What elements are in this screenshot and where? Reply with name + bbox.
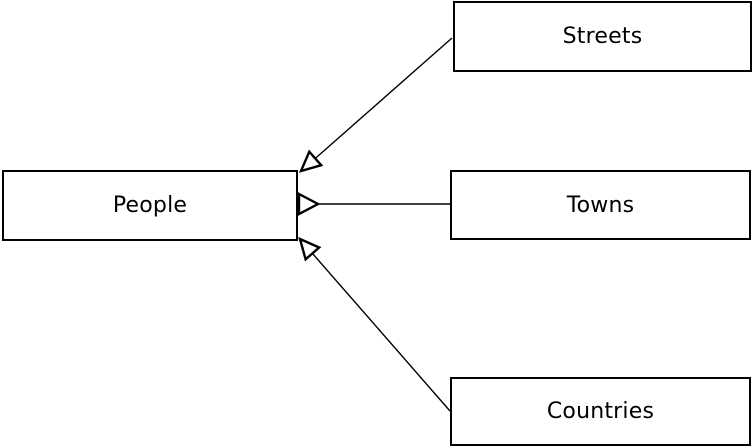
edge-line-people-streets	[314, 37, 453, 159]
node-countries-label: Countries	[546, 399, 655, 424]
arrowhead-icon-people-towns	[297, 192, 321, 216]
arrowhead-icon-people-countries	[298, 236, 322, 262]
node-streets-label: Streets	[562, 24, 643, 49]
arrowhead-icon-people-streets	[298, 149, 324, 173]
node-towns: Towns	[450, 170, 751, 240]
node-towns-label: Towns	[566, 192, 635, 218]
edge-line-people-countries	[311, 252, 451, 412]
node-people-label: People	[112, 193, 188, 218]
node-streets: Streets	[453, 1, 752, 72]
node-people: People	[2, 170, 298, 241]
node-countries: Countries	[450, 377, 751, 446]
